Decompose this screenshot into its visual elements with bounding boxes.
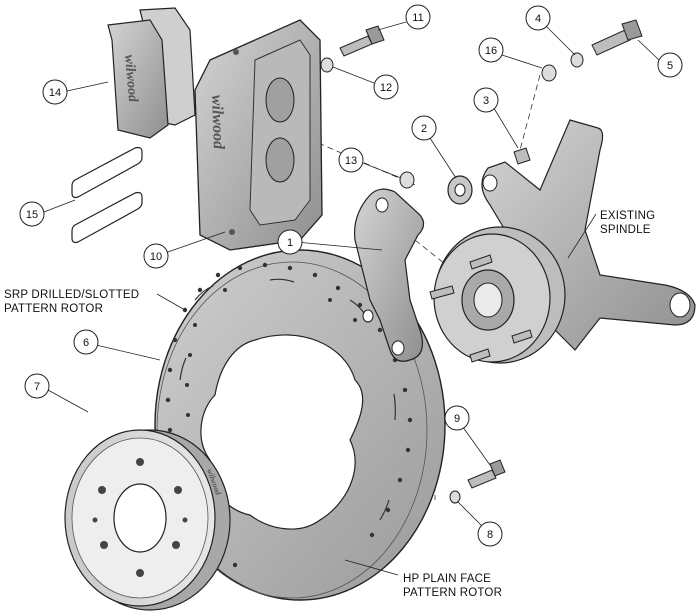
- label-existing-spindle: EXISTING SPINDLE: [600, 210, 655, 236]
- svg-text:4: 4: [535, 13, 541, 25]
- svg-text:EXISTING: EXISTING: [600, 210, 655, 222]
- callout-8: 8: [477, 521, 503, 547]
- rotor-hat: wilwood: [64, 429, 231, 611]
- svg-text:14: 14: [49, 87, 61, 99]
- svg-text:PATTERN ROTOR: PATTERN ROTOR: [4, 303, 103, 315]
- svg-text:7: 7: [34, 381, 40, 393]
- svg-text:PATTERN ROTOR: PATTERN ROTOR: [403, 587, 502, 599]
- svg-text:SRP DRILLED/SLOTTED: SRP DRILLED/SLOTTED: [4, 289, 139, 301]
- brake-pads: wilwood: [107, 7, 196, 139]
- svg-text:10: 10: [150, 251, 162, 263]
- spacer-2: [447, 175, 473, 205]
- svg-text:wilwood: wilwood: [208, 95, 227, 151]
- callout-10: 10: [143, 243, 169, 269]
- svg-text:3: 3: [483, 95, 489, 107]
- bracket-bolt: [591, 19, 643, 56]
- callout-1: 1: [277, 229, 303, 255]
- svg-text:HP PLAIN FACE: HP PLAIN FACE: [403, 573, 491, 585]
- callout-16: 16: [478, 37, 504, 63]
- existing-spindle: [481, 119, 696, 351]
- callout-13: 13: [338, 147, 364, 173]
- callout-15: 15: [19, 201, 45, 227]
- svg-text:5: 5: [667, 60, 673, 72]
- bolt-9: [467, 459, 506, 489]
- caliper-bolt: [339, 25, 385, 57]
- spacer-3: [513, 147, 531, 165]
- callout-14: 14: [42, 79, 68, 105]
- callout-11: 11: [405, 4, 431, 30]
- hub: [429, 226, 566, 364]
- svg-text:13: 13: [345, 155, 357, 167]
- svg-text:12: 12: [380, 82, 392, 94]
- callout-3: 3: [473, 87, 499, 113]
- washer-4: [570, 52, 584, 68]
- callout-6: 6: [73, 329, 99, 355]
- label-srp-rotor: SRP DRILLED/SLOTTED PATTERN ROTOR: [4, 289, 139, 315]
- pad-retainer-clips: [71, 146, 143, 244]
- svg-text:2: 2: [421, 123, 427, 135]
- callout-7: 7: [24, 373, 50, 399]
- svg-text:SPINDLE: SPINDLE: [600, 224, 651, 236]
- washer-8: [449, 490, 461, 504]
- label-hp-rotor: HP PLAIN FACE PATTERN ROTOR: [403, 573, 502, 599]
- callout-2: 2: [411, 115, 437, 141]
- callout-9: 9: [444, 405, 470, 431]
- svg-text:8: 8: [487, 529, 493, 541]
- callout-4: 4: [525, 5, 551, 31]
- svg-text:15: 15: [26, 209, 38, 221]
- svg-text:16: 16: [485, 45, 497, 57]
- svg-text:wilwood: wilwood: [121, 54, 140, 104]
- washer-16: [541, 64, 557, 82]
- svg-text:1: 1: [287, 237, 293, 249]
- callout-5: 5: [657, 52, 683, 78]
- leader-lines: [43, 21, 660, 576]
- washer-13: [399, 171, 415, 189]
- svg-text:9: 9: [454, 413, 460, 425]
- svg-text:6: 6: [83, 337, 89, 349]
- caliper: wilwood: [194, 19, 323, 251]
- svg-text:11: 11: [412, 12, 423, 24]
- caliper-bracket: [353, 188, 425, 362]
- washer-12: [320, 57, 334, 73]
- callout-12: 12: [373, 74, 399, 100]
